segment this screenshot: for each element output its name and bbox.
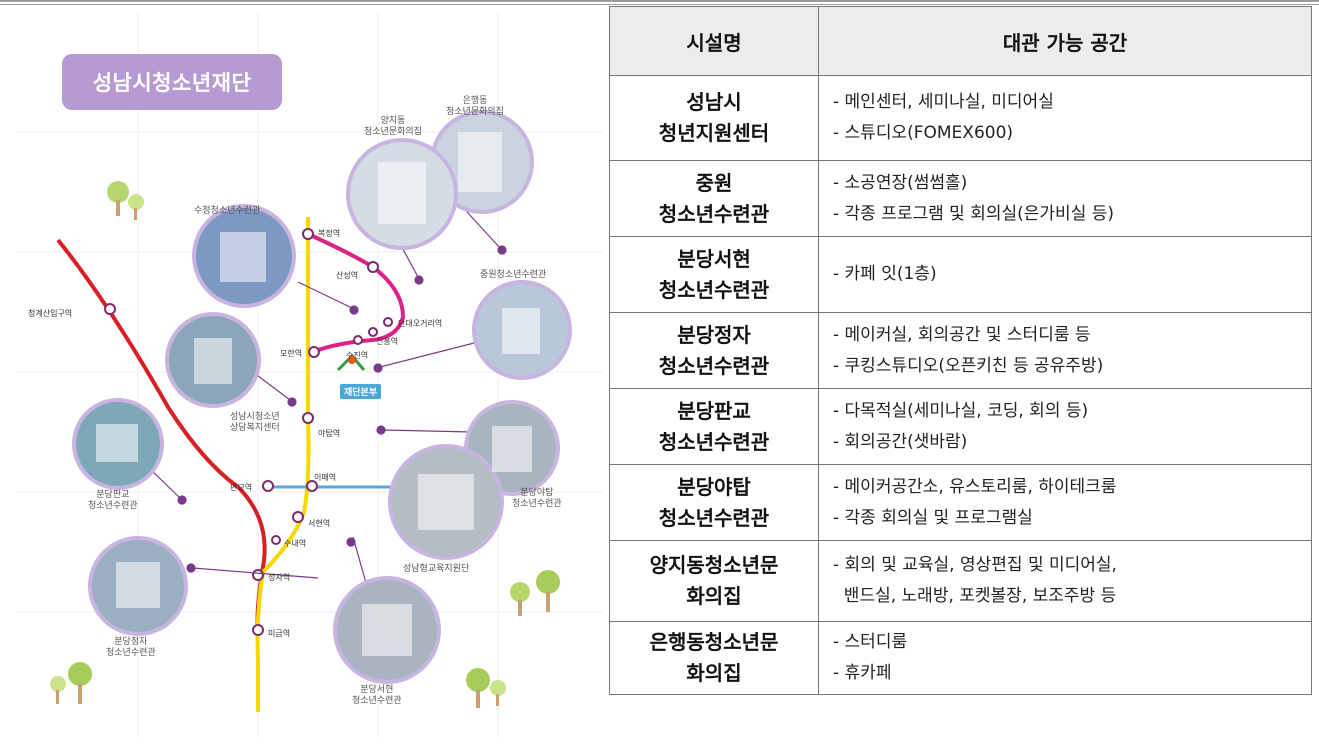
label-counsel-center: 성남시청소년 상담복지센터 xyxy=(230,412,280,433)
station-yatap: 야탑역 xyxy=(318,429,341,438)
facility-name-line: 은행동청소년문 xyxy=(649,630,779,654)
rental-spaces-cell: - 카페 잇(1층) xyxy=(818,236,1312,313)
top-rule xyxy=(0,0,1319,2)
rental-spaces-cell: - 회의 및 교육실, 영상편집 및 미디어실, 밴드실, 노래방, 포켓볼장,… xyxy=(818,540,1312,622)
label-seohyeon: 분당서현 청소년수련관 xyxy=(352,685,402,706)
label-jungwon: 중원청소년수련관 xyxy=(480,270,547,280)
facility-name-line: 청소년수련관 xyxy=(658,505,770,530)
station-dandae: 단대오거리역 xyxy=(398,319,443,328)
facility-name-line: 분당야탑 xyxy=(677,474,751,499)
table-header-row: 시설명 대관 가능 공간 xyxy=(609,6,1312,76)
station-cheonggye: 청계산입구역 xyxy=(28,309,73,318)
label-yangji: 양지동 청소년문화의집 xyxy=(364,116,422,137)
rental-space-item: - 각종 프로그램 및 회의실(은가비실 등) xyxy=(833,203,1115,224)
facility-name-line: 청소년수련관 xyxy=(658,277,770,302)
station-pangyo: 판교역 xyxy=(230,483,253,492)
rental-space-item: 밴드실, 노래방, 포켓볼장, 보조주방 등 xyxy=(833,586,1117,606)
facility-name-line: 화의집 xyxy=(686,584,742,608)
facility-name-line: 성남시 xyxy=(686,90,742,114)
station-markers xyxy=(104,228,393,636)
rental-space-item: - 카페 잇(1층) xyxy=(833,264,937,284)
rental-spaces-cell: - 메인센터, 세미나실, 미디어실 - 스튜디오(FOMEX600) xyxy=(818,75,1312,161)
rental-space-item: - 각종 회의실 및 프로그램실 xyxy=(833,507,1033,528)
header-rental-spaces: 대관 가능 공간 xyxy=(818,6,1312,76)
station-sujin: 수진역 xyxy=(346,351,369,360)
top-rule-secondary xyxy=(0,4,1319,5)
facility-map: 성남시청소년재단 은행동 청소년문화의집 양지동 청소년문화의집 수정청소년수련… xyxy=(18,12,603,737)
header-facility-name: 시설명 xyxy=(609,6,819,76)
rental-space-item: - 휴카페 xyxy=(833,663,892,683)
rental-space-item: - 소공연장(썸썸홀) xyxy=(833,172,968,193)
facility-name-line: 청소년수련관 xyxy=(658,429,770,454)
facility-name-line: 중원 xyxy=(695,170,733,195)
facility-name-line: 청소년수련관 xyxy=(658,353,770,378)
rental-spaces-cell: - 메이커공간소, 유스토리룸, 하이테크룸 - 각종 회의실 및 프로그램실 xyxy=(818,464,1312,541)
rental-space-item: - 스튜디오(FOMEX600) xyxy=(833,123,1014,143)
label-yatap: 분당야탑 청소년수련관 xyxy=(512,488,562,509)
label-sujeong: 수정청소년수련관 xyxy=(194,206,261,216)
station-migeum: 미금역 xyxy=(268,629,291,638)
hq-label: 재단본부 xyxy=(340,384,382,399)
rental-space-item: - 메이커공간소, 유스토리룸, 하이테크룸 xyxy=(833,476,1117,497)
facility-connectors xyxy=(147,201,507,591)
subway-line-suinbundang xyxy=(255,217,311,712)
subway-line-8 xyxy=(307,232,406,352)
facility-name-line: 청년지원센터 xyxy=(658,121,770,145)
rental-space-item: - 메이커실, 회의공간 및 스터디룸 등 xyxy=(833,324,1091,345)
rental-spaces-cell: - 메이커실, 회의공간 및 스터디룸 등 - 쿠킹스튜디오(오픈키친 등 공유주… xyxy=(818,312,1312,389)
map-graphic xyxy=(18,12,603,737)
rental-space-item: - 쿠킹스튜디오(오픈키친 등 공유주방) xyxy=(833,355,1104,376)
hq-logo xyxy=(336,353,366,372)
rental-space-item: - 회의 및 교육실, 영상편집 및 미디어실, xyxy=(833,555,1117,575)
facility-name-line: 분당서현 xyxy=(677,246,751,271)
rental-space-item: - 메인센터, 세미나실, 미디어실 xyxy=(833,92,1054,112)
station-bokjeong: 복정역 xyxy=(318,229,341,238)
label-eunhaeng: 은행동 청소년문화의집 xyxy=(446,96,504,117)
station-sanseong: 산성역 xyxy=(336,271,359,280)
facility-name-line: 화의집 xyxy=(686,661,742,685)
foundation-title-badge: 성남시청소년재단 xyxy=(62,54,282,110)
tree-decorations xyxy=(50,181,560,708)
label-seongnam-edu: 성남형교육지원단 xyxy=(403,564,470,574)
facility-name-line: 청소년수련관 xyxy=(658,201,770,226)
facility-name-line: 분당판교 xyxy=(677,398,751,423)
station-sinheung: 신흥역 xyxy=(376,337,399,346)
rental-space-item: - 회의공간(샛바람) xyxy=(833,431,968,452)
station-jeongja: 정자역 xyxy=(268,573,291,582)
building-details xyxy=(96,132,540,656)
rental-space-item: - 스터디룸 xyxy=(833,632,908,652)
rental-space-item: - 다목적실(세미나실, 코딩, 회의 등) xyxy=(833,400,1089,421)
station-imae: 이매역 xyxy=(314,473,337,482)
rental-spaces-cell: - 다목적실(세미나실, 코딩, 회의 등) - 회의공간(샛바람) xyxy=(818,388,1312,465)
facility-name-line: 분당정자 xyxy=(677,322,751,347)
label-pangyo: 분당판교 청소년수련관 xyxy=(88,490,138,511)
facility-name-line: 양지동청소년문 xyxy=(649,553,779,577)
label-jeongja: 분당정자 청소년수련관 xyxy=(106,637,156,658)
rental-spaces-cell: - 소공연장(썸썸홀) - 각종 프로그램 및 회의실(은가비실 등) xyxy=(818,160,1312,237)
station-moran: 모란역 xyxy=(280,349,303,358)
map-grid xyxy=(18,12,603,737)
station-sunae: 수내역 xyxy=(284,539,307,548)
station-seohyeon: 서현역 xyxy=(308,519,331,528)
rental-spaces-cell: - 스터디룸 - 휴카페 xyxy=(818,621,1312,695)
